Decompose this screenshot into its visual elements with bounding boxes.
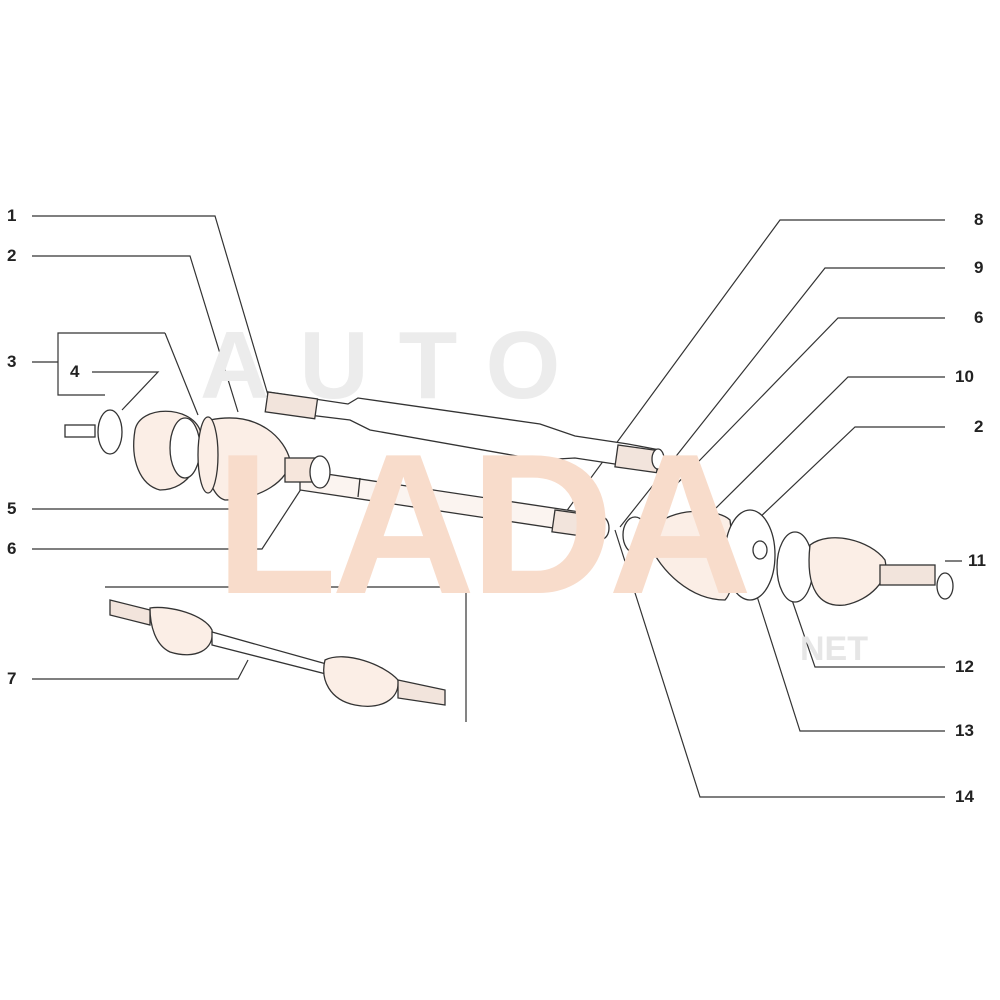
callout-1: 1 [7,206,17,225]
callout-4: 4 [70,362,80,381]
callout-14: 14 [955,787,974,806]
callout-6-right: 6 [974,308,984,327]
callout-13: 13 [955,721,974,740]
callout-8: 8 [974,210,984,229]
drive-shaft-assembly [109,599,446,707]
callout-9: 9 [974,258,984,277]
callout-10: 10 [955,367,974,386]
callout-2: 2 [7,246,17,265]
shaft-1 [264,391,665,474]
callout-7: 7 [7,669,17,688]
shaft-2 [299,469,601,539]
callout-11: 11 [968,551,986,570]
callout-2-right: 2 [974,417,984,436]
left-joint [64,409,331,501]
leader-lines [32,215,962,798]
callout-3: 3 [7,352,17,371]
callout-6: 6 [7,539,17,558]
callout-5: 5 [7,499,17,518]
callout-12: 12 [955,657,974,676]
right-joint [594,509,954,606]
